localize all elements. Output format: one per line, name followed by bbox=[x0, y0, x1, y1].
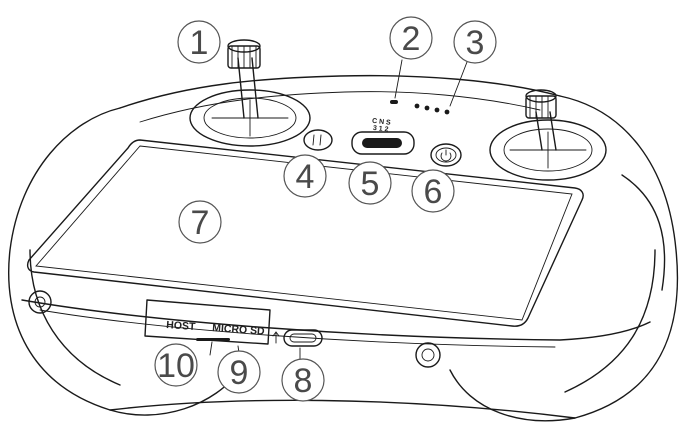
callout-4: 4 bbox=[283, 154, 327, 198]
callout-2: 2 bbox=[389, 16, 433, 60]
svg-text:6: 6 bbox=[424, 173, 443, 211]
flight-mode-switch[interactable]: C N S 3 1 2 bbox=[351, 118, 415, 155]
svg-text:3: 3 bbox=[466, 24, 485, 62]
switch-label-bottom: 3 1 2 bbox=[373, 125, 389, 134]
usb-c-port[interactable] bbox=[283, 329, 323, 347]
battery-level-leds bbox=[390, 100, 450, 115]
usb-icon bbox=[272, 331, 280, 344]
svg-text:7: 7 bbox=[191, 204, 210, 242]
battery-led bbox=[424, 105, 430, 111]
front-port-panel: HOST MICRO SD bbox=[144, 299, 323, 347]
callout-10: 10 bbox=[154, 343, 198, 387]
svg-text:10: 10 bbox=[157, 347, 195, 385]
status-led bbox=[390, 100, 398, 104]
callout-9: 9 bbox=[217, 350, 261, 394]
controller-body bbox=[8, 74, 679, 422]
callout-1: 1 bbox=[177, 20, 221, 64]
power-button[interactable] bbox=[430, 143, 462, 167]
callout-8: 8 bbox=[281, 358, 325, 402]
svg-text:1: 1 bbox=[190, 24, 209, 62]
microsd-slot[interactable] bbox=[196, 338, 230, 341]
battery-led bbox=[444, 109, 450, 115]
svg-text:2: 2 bbox=[402, 20, 421, 58]
pause-button[interactable] bbox=[303, 129, 333, 151]
svg-text:8: 8 bbox=[294, 362, 313, 400]
svg-text:4: 4 bbox=[296, 158, 315, 196]
left-lanyard-hole bbox=[28, 290, 52, 314]
callout-7: 7 bbox=[178, 200, 222, 244]
power-icon bbox=[440, 149, 452, 162]
left-control-stick bbox=[189, 39, 311, 147]
right-lanyard-hole bbox=[415, 342, 441, 368]
battery-led bbox=[434, 107, 440, 113]
right-control-stick bbox=[489, 89, 607, 181]
microsd-slot-label: MICRO SD bbox=[212, 322, 266, 338]
callout-6: 6 bbox=[411, 169, 455, 213]
callout-5: 5 bbox=[348, 161, 392, 205]
svg-text:5: 5 bbox=[361, 165, 380, 203]
battery-led bbox=[414, 103, 420, 109]
callout-3: 3 bbox=[453, 20, 497, 64]
pause-icon bbox=[312, 134, 322, 146]
switch-label-top: C N S bbox=[372, 118, 392, 127]
host-port-label: HOST bbox=[166, 319, 197, 333]
svg-text:9: 9 bbox=[230, 354, 249, 392]
